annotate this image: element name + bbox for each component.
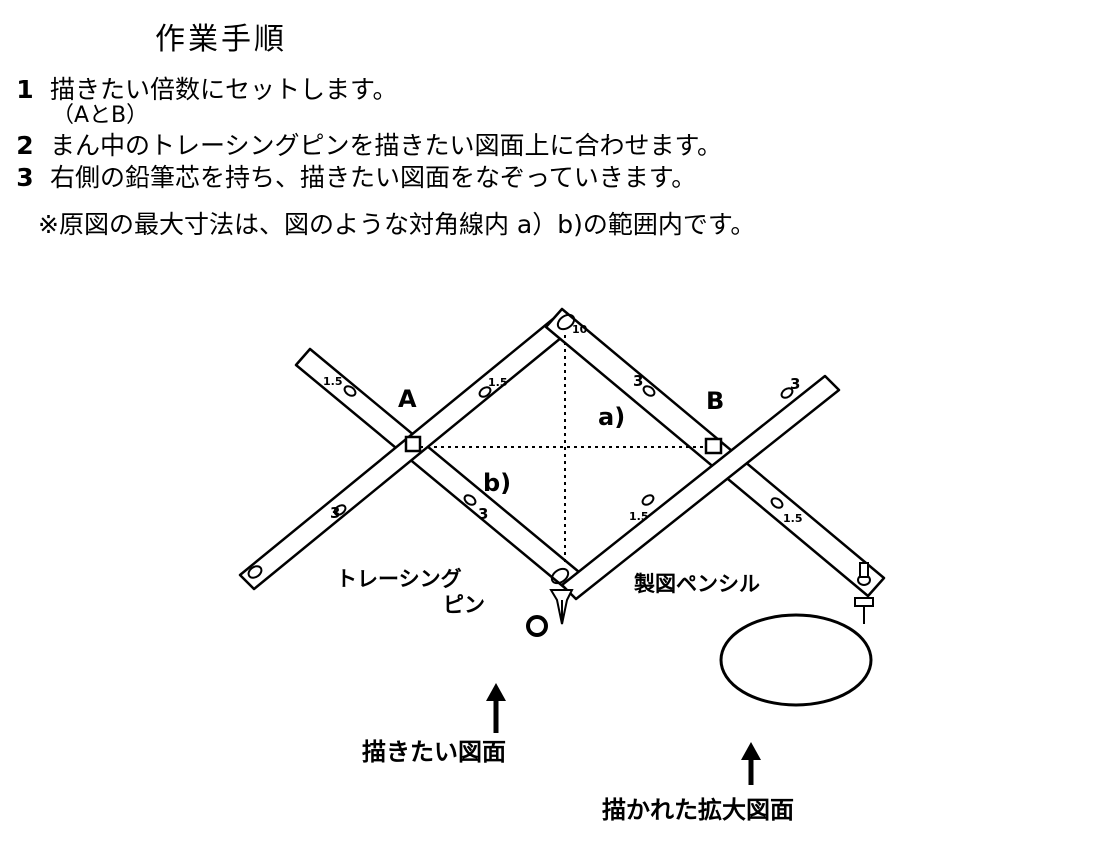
pivot-a xyxy=(404,435,422,453)
label-pencil: 製図ペンシル xyxy=(633,572,760,596)
enlarged-circle xyxy=(719,613,873,707)
bar-right-long xyxy=(560,374,841,601)
label-b: b) xyxy=(483,469,511,497)
tracing-pin xyxy=(549,589,574,625)
step-3-text: 右側の鉛筆芯を持ち、描きたい図面をなぞっていきます。 xyxy=(50,163,697,192)
label-B: B xyxy=(706,387,724,415)
arrow-enlarged xyxy=(741,742,761,785)
step-3: 3 右側の鉛筆芯を持ち、描きたい図面をなぞっていきます。 xyxy=(0,158,696,194)
mark-inner-left-upper: 1.5 xyxy=(488,376,508,389)
step-2: 2 まん中のトレーシングピンを描きたい図面上に合わせます。 xyxy=(0,126,722,162)
note-text: ※原図の最大寸法は、図のような対角線内 a）b)の範囲内です。 xyxy=(38,210,756,239)
mark-right-bar-top: 3 xyxy=(790,375,800,393)
step-1-subtext: （AとB） xyxy=(52,103,149,128)
pin-point-circle xyxy=(526,615,548,637)
mark-inner-right-lower: 1.5 xyxy=(629,510,649,523)
mark-inner-left-lower: 3 xyxy=(478,505,488,523)
label-tracing-pin-2: ピン xyxy=(443,593,485,617)
label-original-drawing: 描きたい図面 xyxy=(362,738,506,766)
arrow-original xyxy=(486,683,506,733)
pencil-holder xyxy=(854,562,874,624)
mark-right-bar-bottom: 1.5 xyxy=(783,512,803,525)
step-3-number: 3 xyxy=(16,163,34,192)
mark-top-hole: 10 xyxy=(572,323,588,336)
mark-top-right-upper: 3 xyxy=(633,372,643,390)
step-1-number: 1 xyxy=(16,75,34,104)
step-2-text: まん中のトレーシングピンを描きたい図面上に合わせます。 xyxy=(50,131,723,160)
step-1-text: 描きたい倍数にセットします。 xyxy=(50,75,398,104)
step-2-number: 2 xyxy=(16,131,34,160)
label-A: A xyxy=(398,385,417,413)
label-a: a) xyxy=(598,403,625,431)
label-enlarged-drawing: 描かれた拡大図面 xyxy=(602,796,794,824)
mark-left-bar-bottom: 3 xyxy=(330,504,340,522)
label-tracing-pin-1: トレーシング xyxy=(336,567,462,591)
mark-left-bar-top: 1.5 xyxy=(323,375,343,388)
step-1: 1 描きたい倍数にセットします。 xyxy=(0,70,398,106)
pivot-b xyxy=(704,437,723,455)
page-title: 作業手順 xyxy=(155,22,287,57)
